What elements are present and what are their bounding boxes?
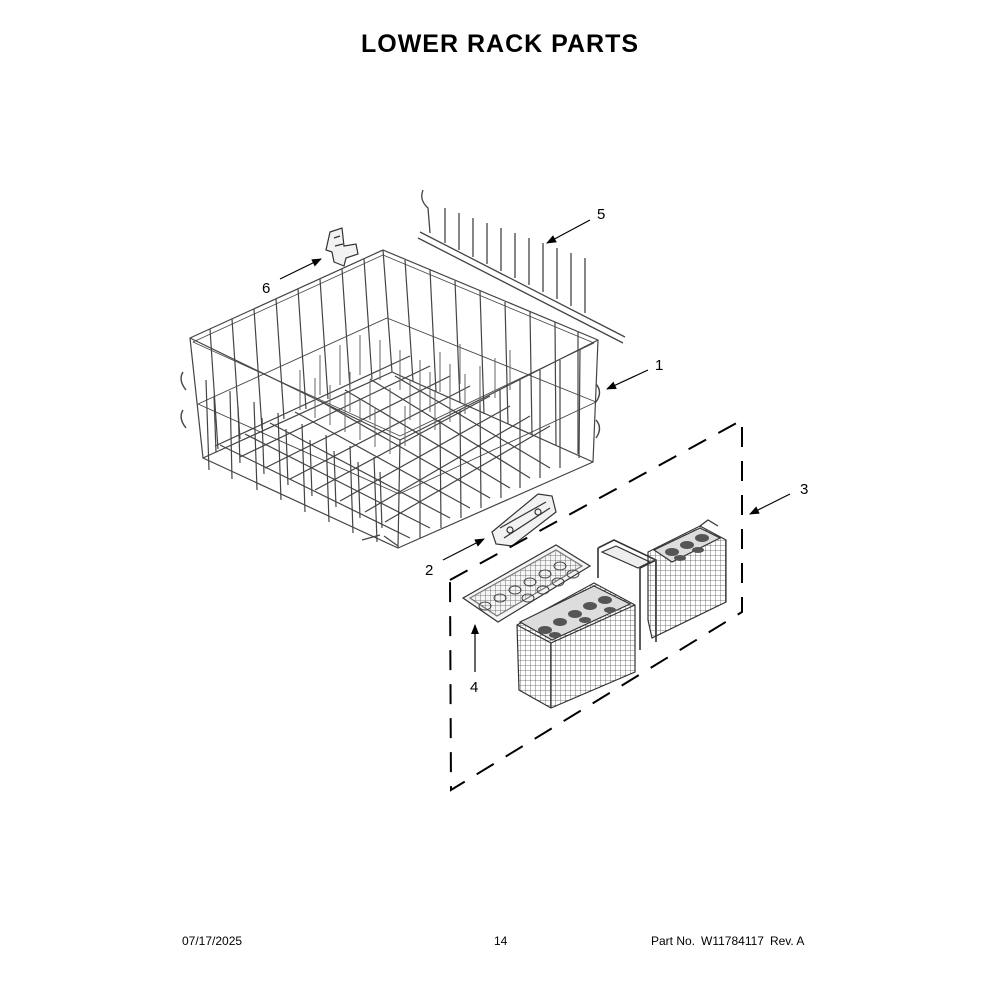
arrow-1 [606,369,649,390]
callout-3: 3 [800,481,808,498]
basket-cover [461,544,592,623]
part-label: Part No. [651,934,696,948]
footer-part-info: Part No. W11784117 Rev. A [651,934,810,948]
callout-6: 6 [262,280,270,297]
rack-clip [325,227,359,267]
callout-2: 2 [425,562,433,579]
footer-page-number: 14 [494,934,508,948]
silverware-basket [516,519,727,709]
lower-rack [180,249,601,549]
arrow-6 [279,258,322,280]
callout-1: 1 [655,357,663,374]
arrow-3 [749,493,791,515]
footer-date: 07/17/2025 [182,934,243,948]
callout-5: 5 [597,206,605,223]
rack-bracket [491,493,557,547]
revision: Rev. A [769,934,805,948]
page-title: LOWER RACK PARTS [360,30,640,58]
callout-arrows [279,219,791,672]
arrow-2 [442,538,485,561]
callout-4: 4 [470,679,478,696]
part-number: W11784117 [701,934,764,948]
assembly-boundary [448,418,743,792]
tine-row [417,189,626,344]
arrow-5 [546,219,591,244]
